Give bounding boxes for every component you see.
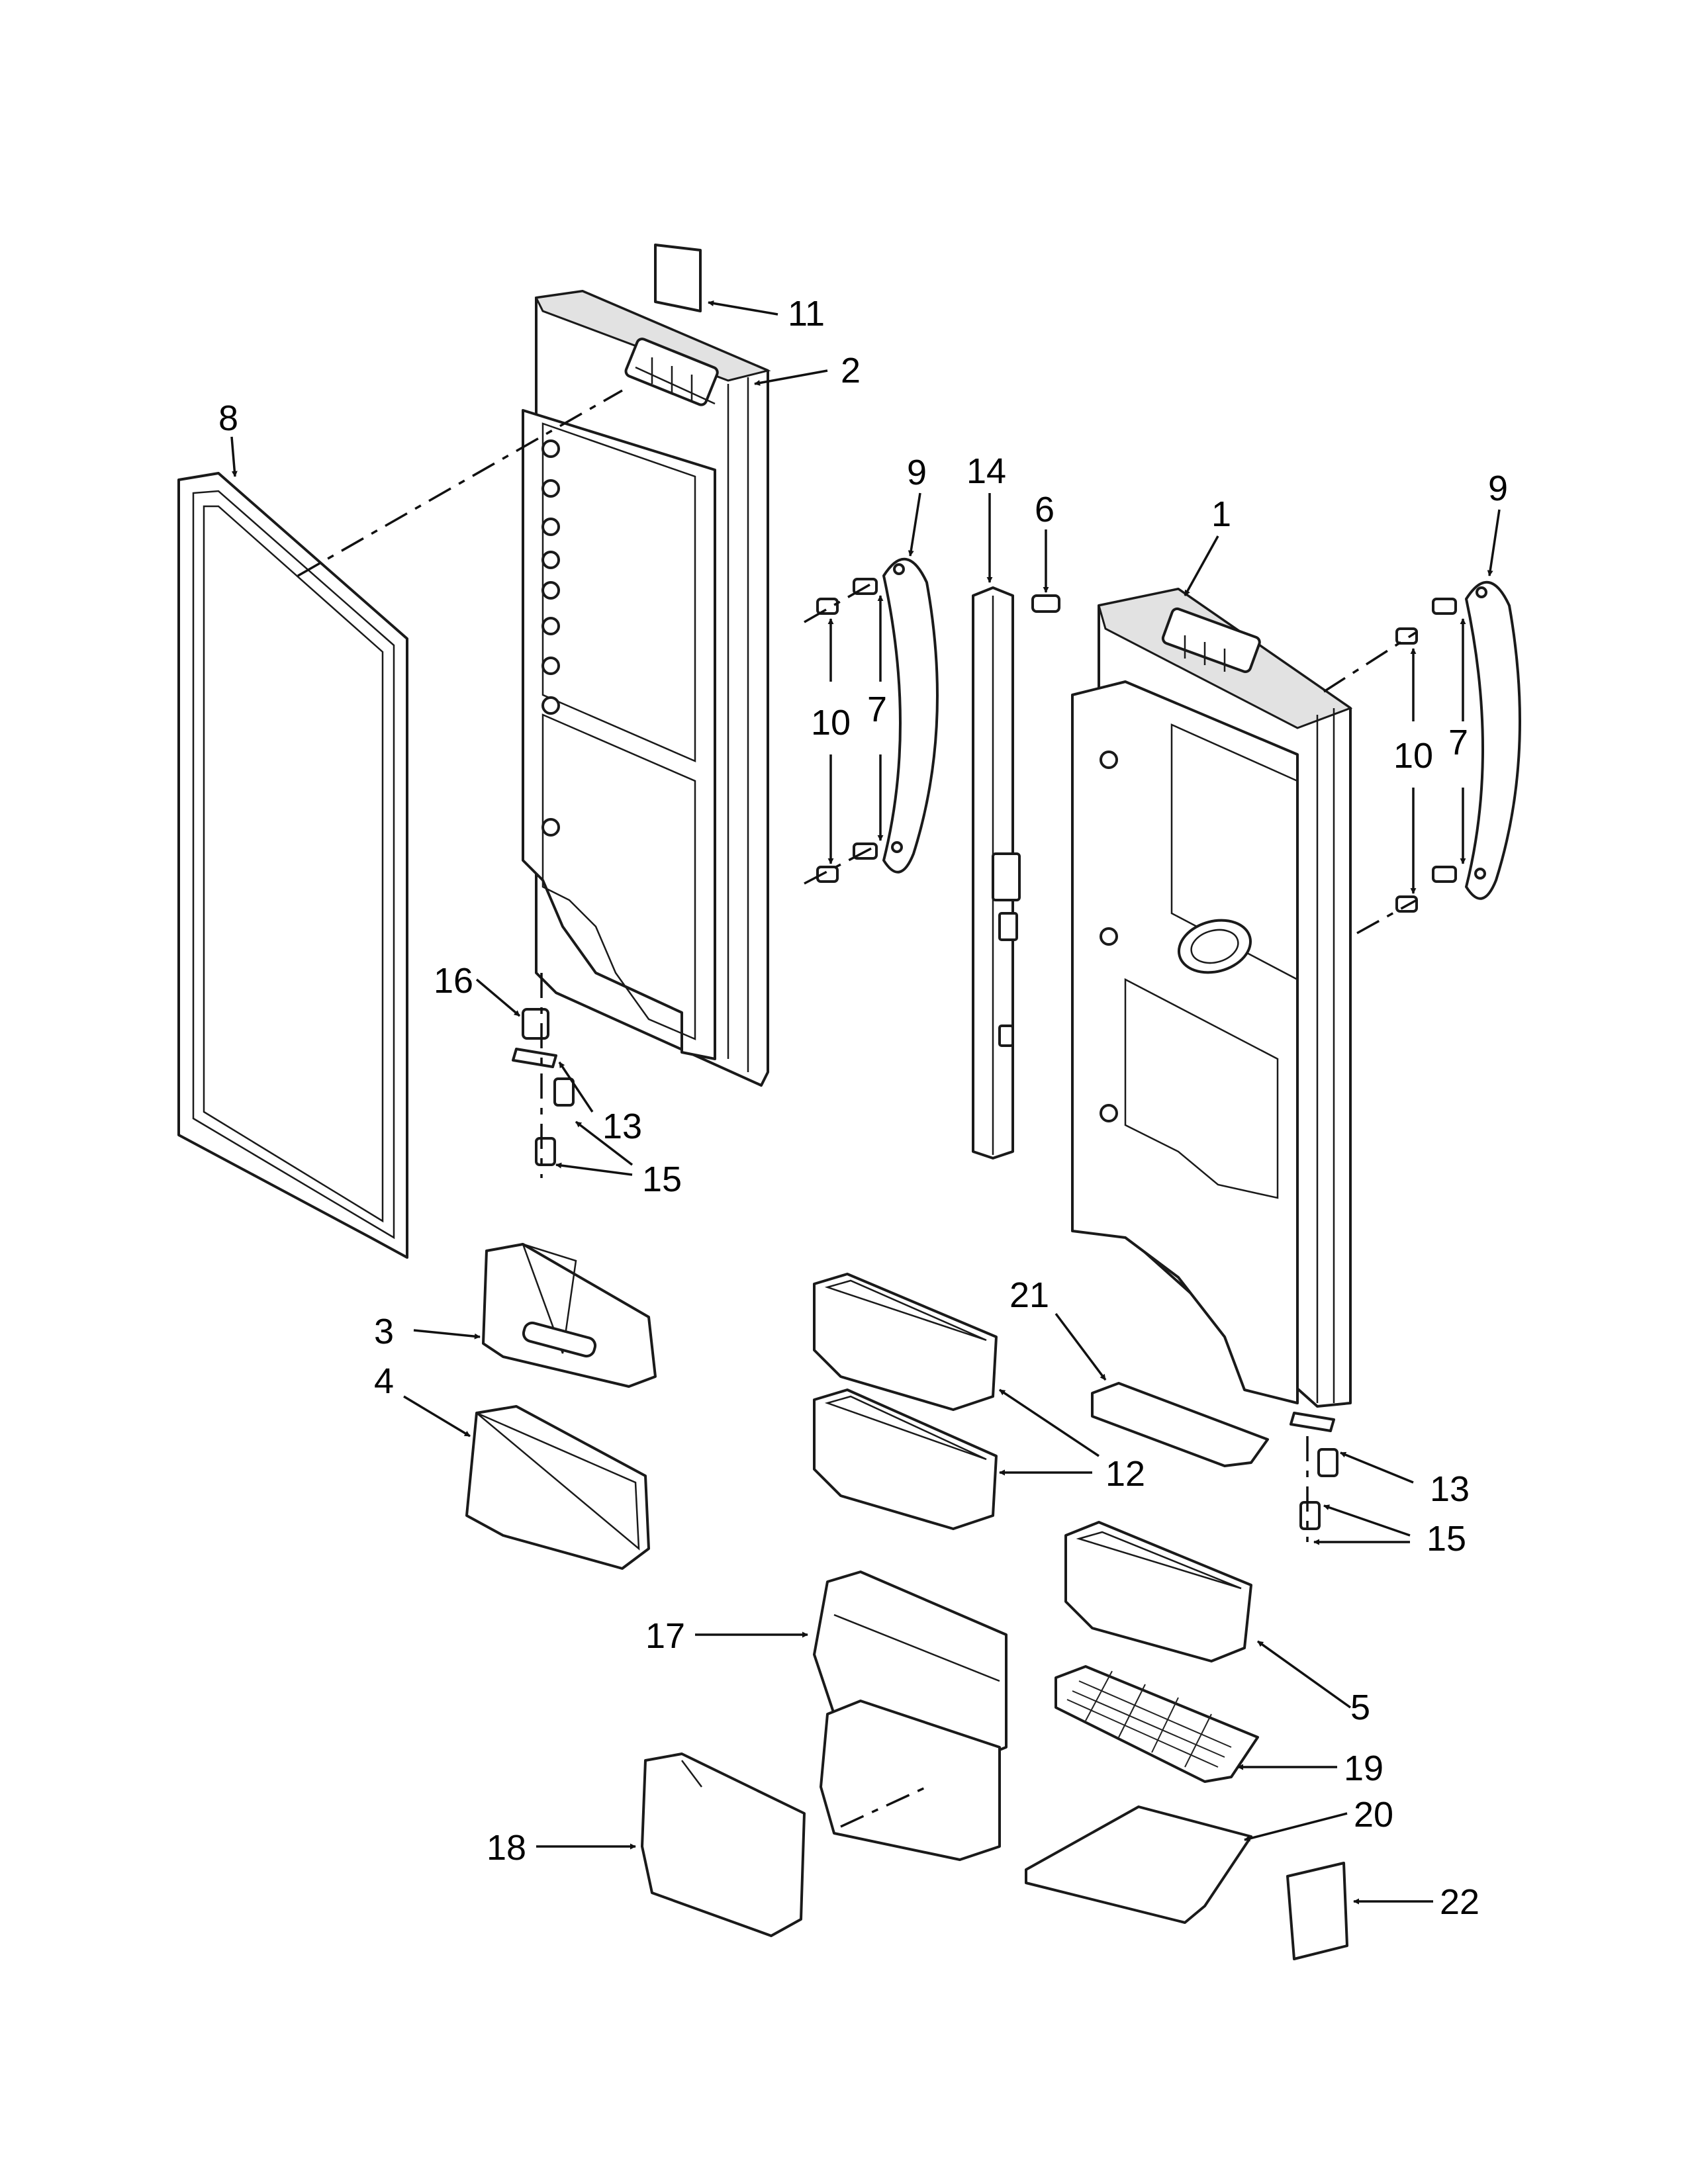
part-18-bucket (641, 1752, 806, 1937)
part-3-dairy-door (482, 1243, 657, 1388)
callout-19: 19 (1344, 1749, 1383, 1788)
alignment-line-left-hinge-top (804, 581, 874, 623)
callout-9-left: 9 (907, 453, 927, 492)
callout-12: 12 (1105, 1454, 1145, 1494)
part-6-screw (1031, 594, 1060, 613)
callout-15-left: 15 (642, 1160, 682, 1199)
callout-10-right: 10 (1393, 736, 1433, 776)
callout-15-right: 15 (1427, 1519, 1466, 1559)
callout-8: 8 (218, 398, 238, 438)
callout-20: 20 (1354, 1795, 1393, 1835)
callout-2: 2 (841, 351, 861, 390)
callout-10-left: 10 (811, 703, 851, 743)
part-11-label (654, 244, 702, 312)
callout-21: 21 (1009, 1275, 1049, 1315)
callout-4: 4 (374, 1361, 394, 1401)
part-12-door-bin-upper (813, 1273, 998, 1411)
part-22-cover (1286, 1862, 1348, 1960)
callout-9-right: 9 (1488, 469, 1508, 508)
callout-5: 5 (1350, 1688, 1370, 1727)
part-21-tray (1091, 1382, 1269, 1467)
callout-3: 3 (374, 1312, 394, 1351)
callout-22: 22 (1440, 1882, 1479, 1922)
part-9-right-handle (1465, 580, 1521, 900)
part-4-dairy-bin (465, 1405, 650, 1570)
left-hinge-hardware (512, 973, 575, 1178)
callout-7-left: 7 (867, 690, 887, 729)
part-19-grille (1055, 1665, 1259, 1783)
right-handle-screws (1395, 598, 1457, 913)
part-14-trim-strip (972, 586, 1021, 1160)
part-17-frame (820, 1700, 1001, 1861)
right-hinge-hardware (1289, 1412, 1338, 1542)
part-20-drip-tray (1025, 1805, 1252, 1924)
part-8-gasket (177, 472, 408, 1259)
callout-6: 6 (1035, 490, 1055, 529)
callout-13-left: 13 (602, 1107, 642, 1146)
part-12-door-bin-lower (813, 1388, 998, 1530)
callout-13-right: 13 (1430, 1469, 1470, 1509)
callout-17: 17 (645, 1616, 685, 1656)
leader-arrows (230, 300, 1501, 1905)
callout-11: 11 (788, 294, 825, 334)
left-handle-screws (816, 578, 878, 883)
callout-1: 1 (1211, 494, 1231, 534)
part-9-left-handle (882, 557, 939, 874)
callout-14: 14 (966, 451, 1006, 491)
part-5-bin (1064, 1521, 1252, 1662)
part-1-right-door (1071, 588, 1353, 1408)
alignment-line-right-bottom (1356, 899, 1417, 934)
part-2-left-door (522, 290, 771, 1087)
callout-16: 16 (434, 961, 473, 1001)
alignment-line-right-top (1323, 631, 1417, 693)
alignment-line-gasket (297, 389, 623, 577)
callout-7-right: 7 (1448, 723, 1468, 762)
callout-18: 18 (487, 1828, 526, 1868)
alignment-line-left-hinge-bottom (804, 846, 874, 885)
